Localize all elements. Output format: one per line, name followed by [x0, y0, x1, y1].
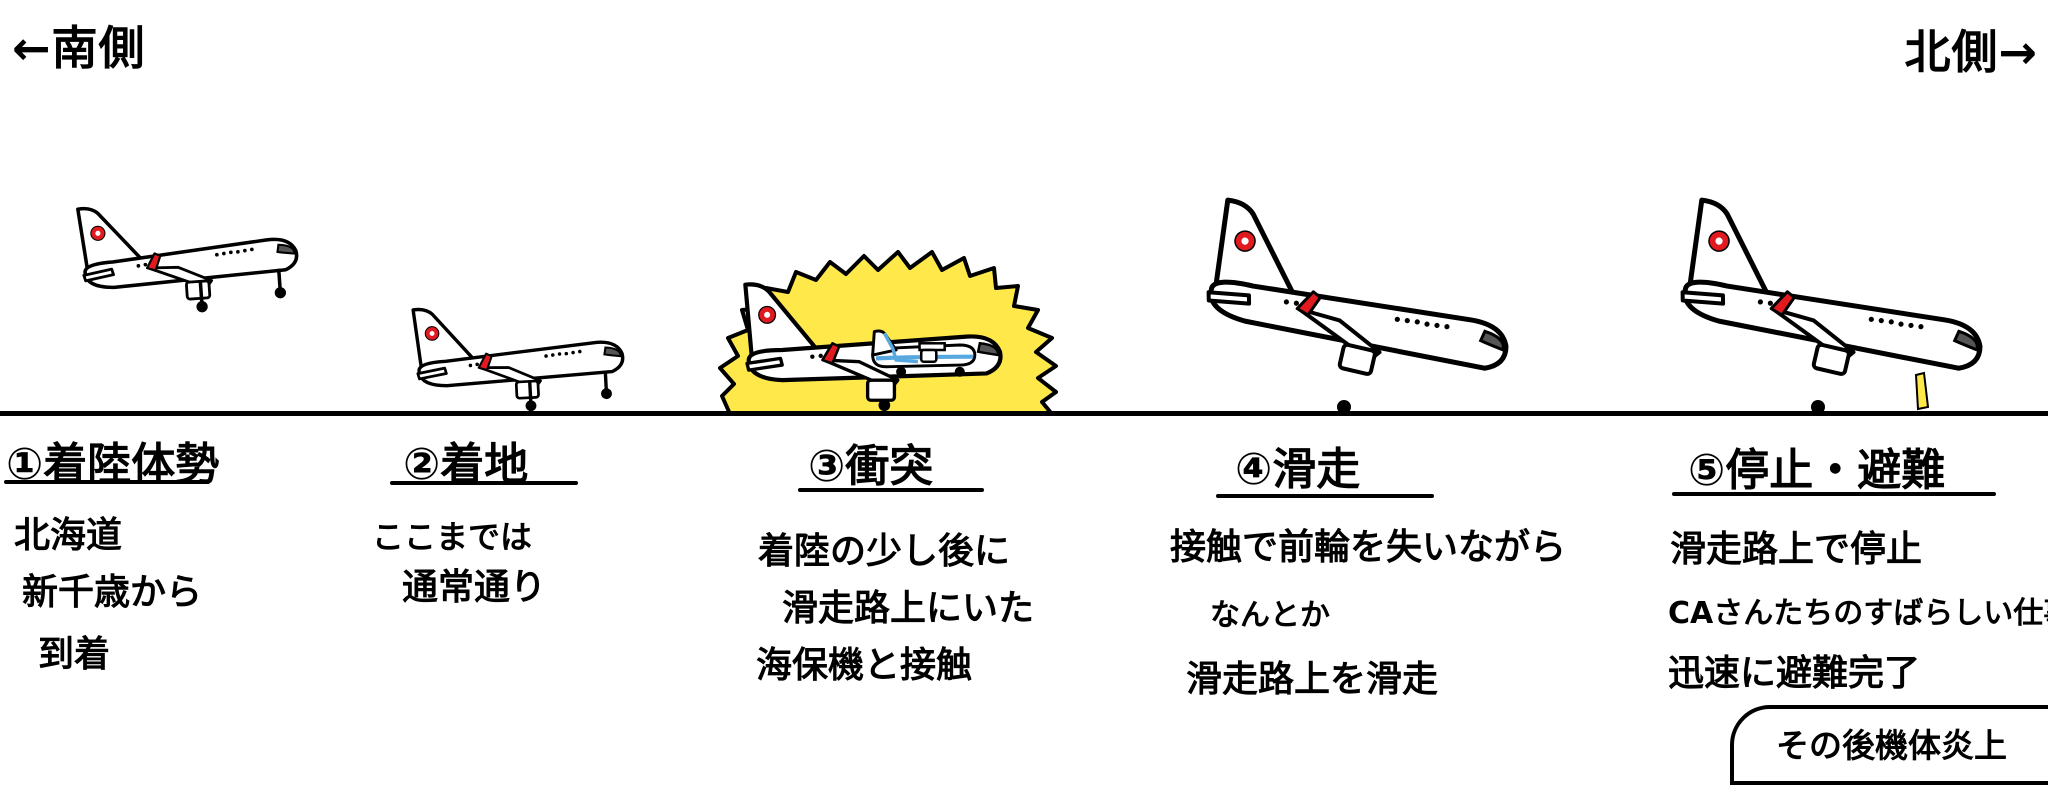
- step-4-line-2: なんとか: [1210, 598, 1330, 633]
- step-4-line-3: 滑走路上を滑走: [1186, 659, 1439, 700]
- step-3-line-3: 海保機と接触: [756, 645, 973, 686]
- step-2-line-2: 通常通り: [402, 567, 547, 608]
- step-5-underline: [1672, 492, 1996, 496]
- plane-stopped: [1680, 257, 2000, 414]
- aftermath-text: その後機体炎上: [1776, 726, 2007, 765]
- step-1-line-1: 北海道: [14, 515, 123, 556]
- step-1-underline: [4, 480, 210, 484]
- step-3-label: ③衝突: [808, 441, 934, 492]
- step-2-underline: [390, 481, 578, 485]
- step-3-underline: [798, 488, 984, 492]
- step-5-line-2: CAさんたちのすばらしい仕事で: [1668, 596, 2048, 631]
- plane-touchdown: [411, 297, 627, 414]
- step-3-line-1: 着陸の少し後に: [758, 531, 1011, 572]
- step-1-line-2: 新千歳から: [22, 572, 203, 613]
- step-5-line-3: 迅速に避難完了: [1668, 653, 1921, 694]
- step-4-underline: [1216, 494, 1434, 498]
- step-5-line-1: 滑走路上で停止: [1670, 529, 1923, 570]
- step-2-line-1: ここまでは: [372, 518, 533, 556]
- evacuation-slide: [1914, 371, 1930, 411]
- step-3-line-2: 滑走路上にいた: [782, 588, 1035, 629]
- plane-collision: [716, 283, 1036, 412]
- step-4-line-1: 接触で前輪を失いながら: [1170, 527, 1567, 568]
- plane-sliding: [1206, 257, 1526, 414]
- runway-ground-line: [0, 411, 2048, 416]
- step-4-label: ④滑走: [1235, 444, 1361, 495]
- step-1-line-3: 到着: [38, 634, 111, 675]
- step-5-label: ⑤停止・避難: [1688, 445, 1946, 496]
- north-direction-label: 北側→: [1904, 25, 2038, 79]
- plane-landing-approach: [76, 192, 301, 315]
- aftermath-box: その後機体炎上: [1730, 705, 2048, 785]
- south-direction-label: ←南側: [12, 21, 146, 75]
